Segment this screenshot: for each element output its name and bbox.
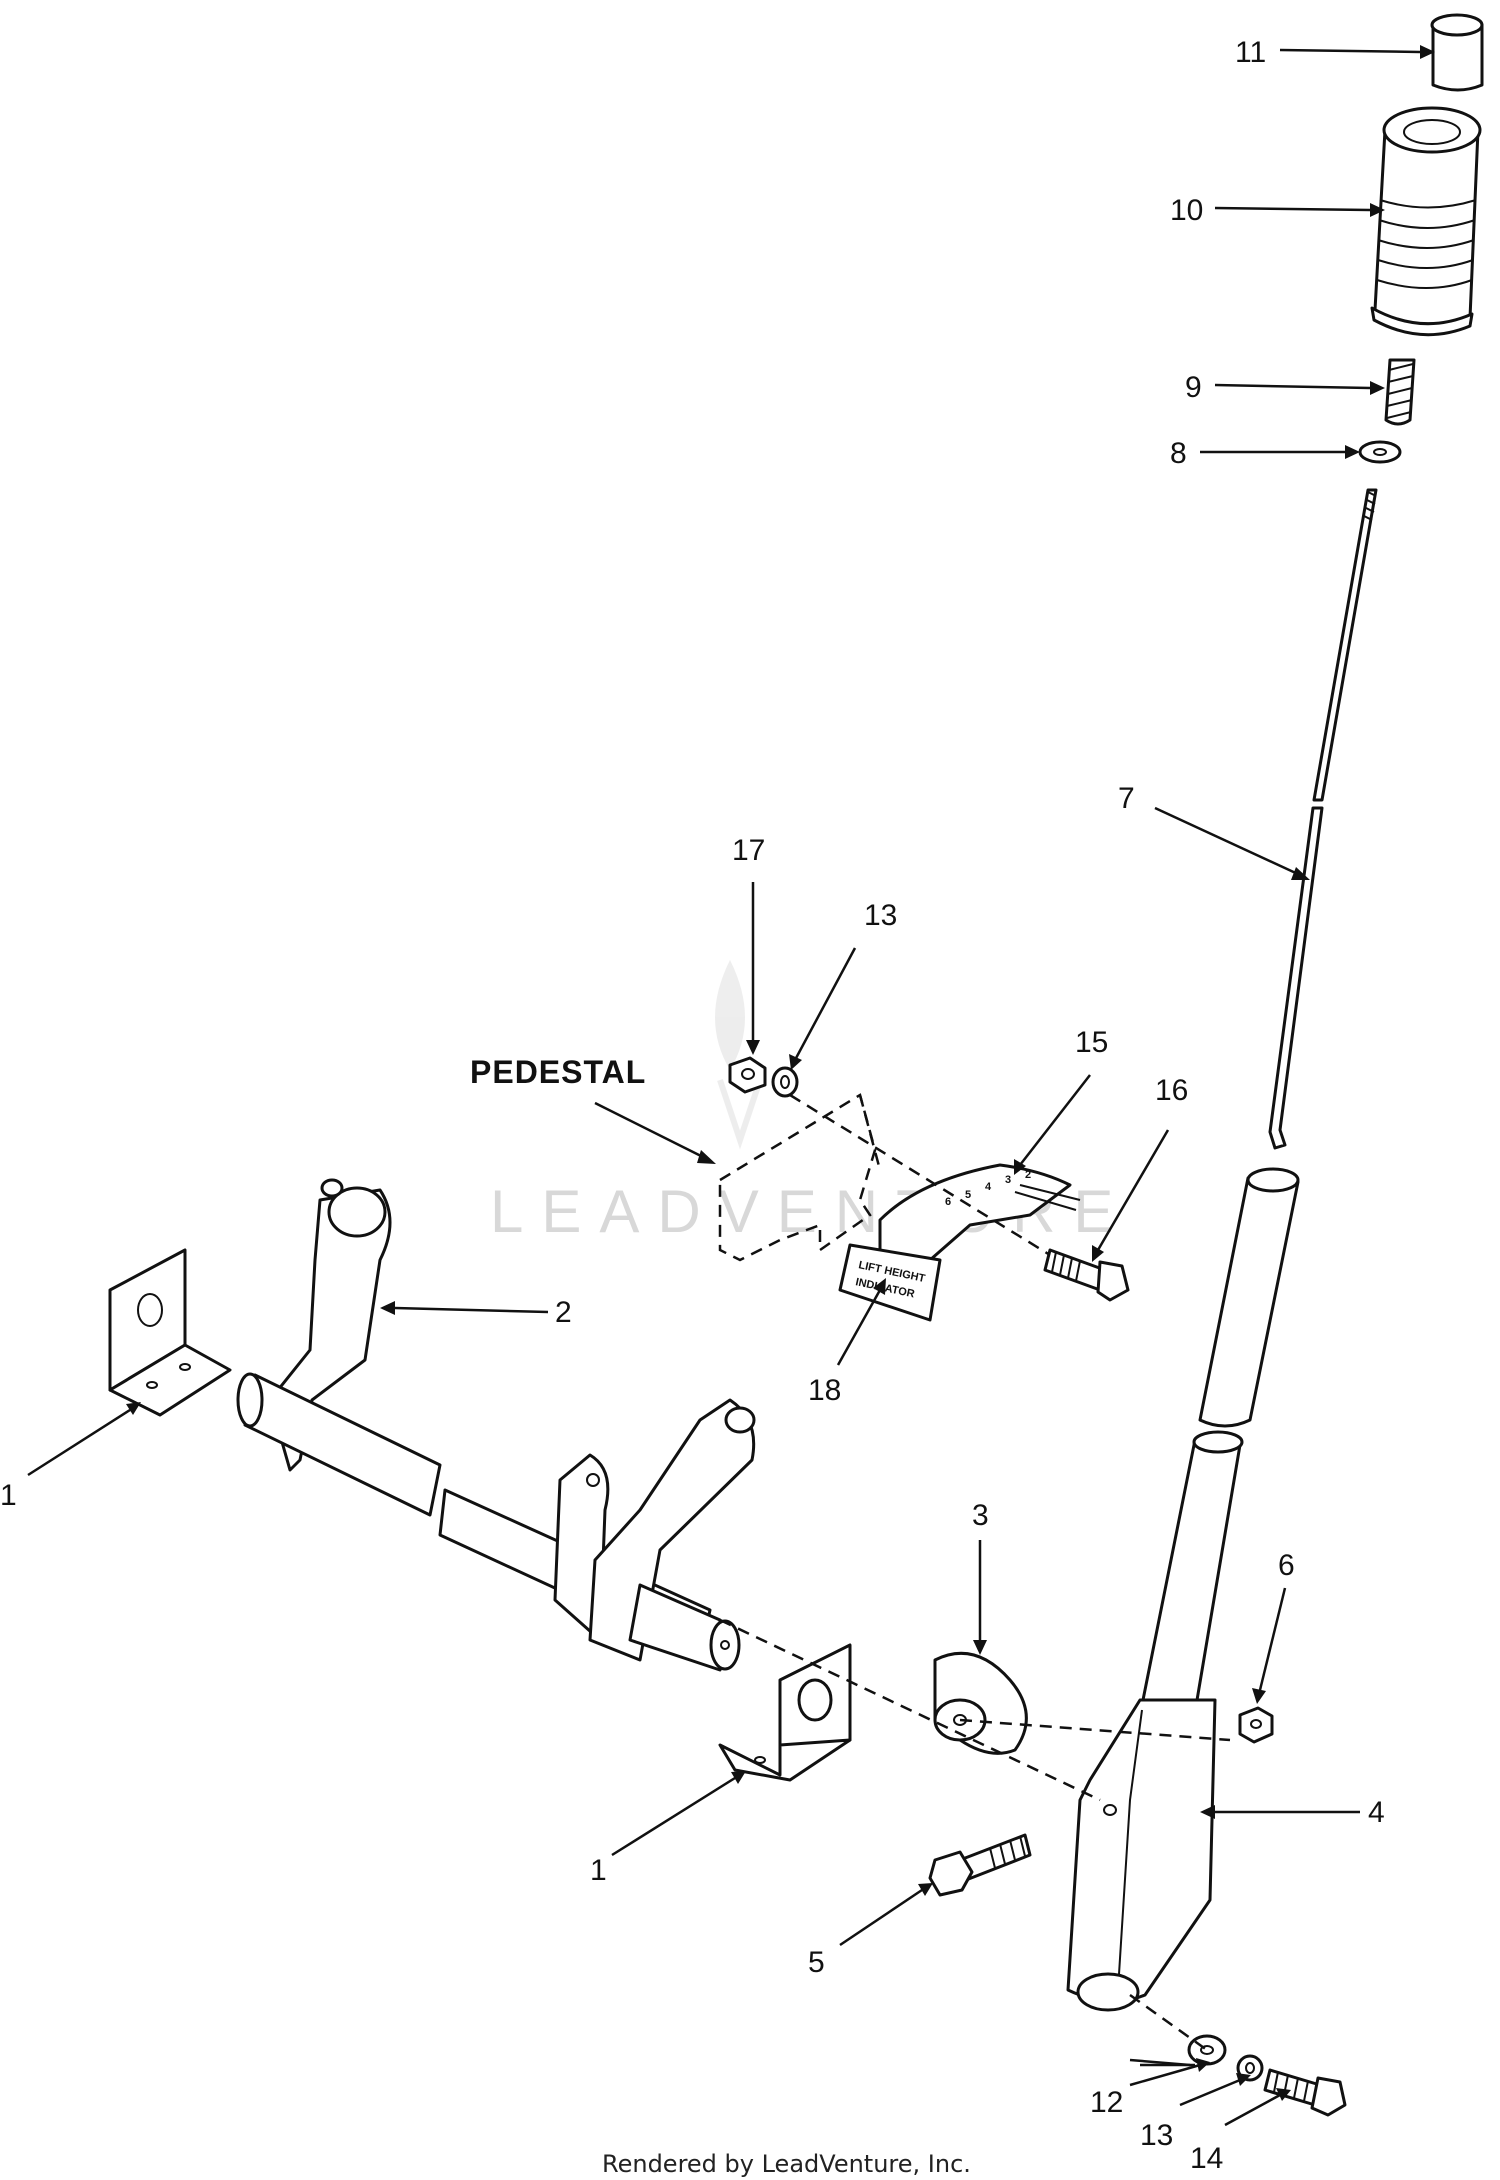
- scale-mark-6: 6: [945, 1196, 951, 1208]
- part-1-bracket-right: [718, 1643, 852, 1782]
- callout-9: 9: [1185, 371, 1202, 404]
- part-18-decal: LIFT HEIGHT INDICATOR: [838, 1243, 942, 1322]
- scale-mark-4: 4: [985, 1181, 992, 1193]
- part-8-washer: [1358, 440, 1402, 464]
- callout-6: 6: [1278, 1549, 1295, 1582]
- callout-1-left: 1: [0, 1479, 17, 1512]
- callout-16: 16: [1155, 1074, 1188, 1107]
- part-6-nut: [1238, 1706, 1274, 1744]
- part-10-grip: [1370, 106, 1482, 337]
- callout-labels: 11 10 9 8 7 17 13 15 16 2 18 1 3 6 4 1 5…: [0, 36, 1385, 2175]
- callout-3: 3: [972, 1499, 989, 1532]
- part-16-bolt: [1043, 1248, 1130, 1302]
- callout-1-right: 1: [590, 1854, 607, 1887]
- callout-5: 5: [808, 1946, 825, 1979]
- callout-2: 2: [555, 1296, 572, 1329]
- callout-18: 18: [808, 1374, 841, 1407]
- part-5-bolt: [928, 1833, 1032, 1897]
- part-13-lockwasher-top: [771, 1066, 799, 1098]
- part-12-washer: [1187, 2034, 1227, 2066]
- part-11-cap: [1430, 13, 1484, 92]
- callout-10: 10: [1170, 194, 1203, 227]
- callout-11: 11: [1235, 36, 1266, 69]
- watermark-logo: [715, 960, 763, 1150]
- part-4-lever: [1066, 1167, 1300, 2012]
- callout-8: 8: [1170, 437, 1187, 470]
- scale-mark-5: 5: [965, 1189, 971, 1201]
- callout-13-bottom: 13: [1140, 2119, 1173, 2152]
- leader-lines: [27, 45, 1435, 2127]
- callout-17: 17: [732, 834, 765, 867]
- part-9-spring: [1384, 358, 1416, 426]
- pedestal-outline: [718, 1093, 882, 1262]
- part-2-shaft: [236, 1178, 756, 1672]
- callout-12: 12: [1090, 2086, 1123, 2119]
- part-3-cam: [933, 1651, 1028, 1755]
- scale-mark-2: 2: [1025, 1169, 1031, 1181]
- callout-4: 4: [1368, 1796, 1385, 1829]
- scale-mark-3: 3: [1005, 1174, 1011, 1186]
- callout-15: 15: [1075, 1026, 1108, 1059]
- part-7-rod: [1268, 488, 1378, 1150]
- callout-14: 14: [1190, 2142, 1223, 2175]
- part-1-bracket-left: [108, 1248, 232, 1417]
- part-15-plate: 6 5 4 3 2: [878, 1163, 1081, 1272]
- part-17-nut: [728, 1056, 767, 1094]
- part-13-lockwasher-bottom: [1236, 2054, 1264, 2082]
- callout-13-top: 13: [864, 899, 897, 932]
- part-14-bolt: [1263, 2068, 1347, 2117]
- callout-7: 7: [1118, 782, 1135, 815]
- footer-credit: Rendered by LeadVenture, Inc.: [602, 2150, 971, 2178]
- alignment-lines: [719, 1093, 1231, 2052]
- pedestal-label: PEDESTAL: [470, 1054, 646, 1090]
